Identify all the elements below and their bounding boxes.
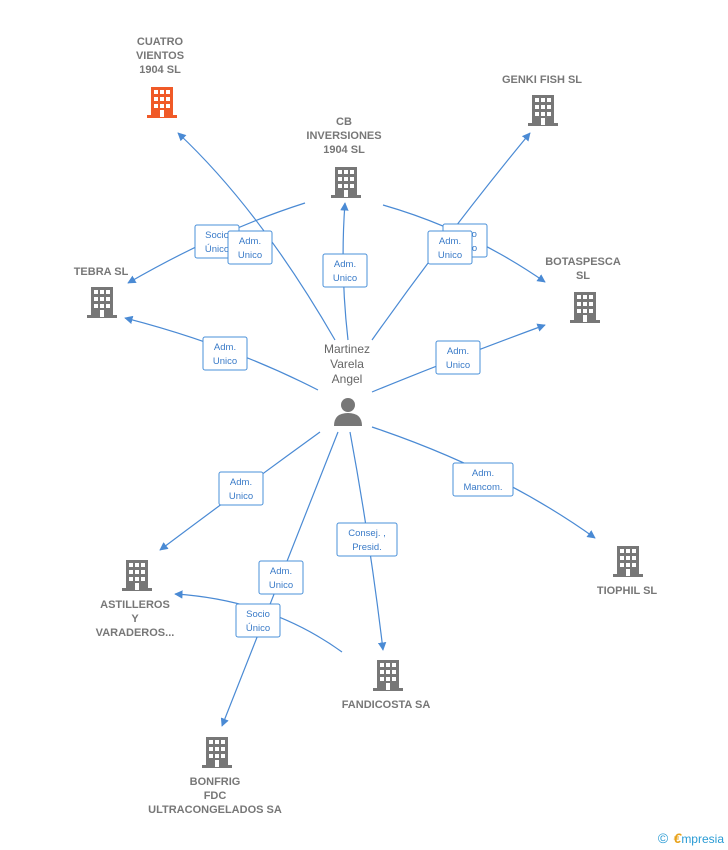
edge-label-text: Unico [229,491,253,502]
company-label-bonfrig-3: ULTRACONGELADOS SA [148,804,282,816]
edge-label-text: Único [205,244,229,255]
edge-label-text: Unico [238,250,262,261]
person-name-line-2: Varela [330,357,364,371]
edge-label-text: Socio [246,609,270,620]
edge-label-text: Presid. [352,542,382,553]
building-icon [87,287,117,318]
company-label-bonfrig-2: FDC [204,790,227,802]
building-icon [202,737,232,768]
company-label-tebra-1: TEBRA SL [74,266,129,278]
company-node-astilleros[interactable]: ASTILLEROS Y VARADEROS... [96,560,175,639]
edge-label-adm-cuatro[interactable]: Adm. Unico [227,230,273,265]
person-name-line-3: Angel [332,372,363,386]
edge-label-text: Unico [213,356,237,367]
edge-label-text: Adm. [439,236,461,247]
nodes: CUATRO VIENTOS 1904 SL CB INVERSIONES 1904 SL… [74,36,658,816]
company-label-fandicosta-1: FANDICOSTA SA [342,699,431,711]
building-icon [122,560,152,591]
company-label-cb-1: CB [336,116,352,128]
edge-label-text: Adm. [334,259,356,270]
company-node-genki[interactable]: GENKI FISH SL [502,74,582,126]
edge-label-text: Mancom. [463,482,502,493]
edge-label-adm-botas[interactable]: Adm. Unico [435,340,481,375]
company-label-tiophil-1: TIOPHIL SL [597,585,658,597]
edge-label-text: Adm. [472,468,494,479]
brand-logo-initial: € [673,830,682,846]
edge-label-text: Unico [446,360,470,371]
edge-label-text: Unico [438,250,462,261]
edge-label-text: Consej. , [348,528,386,539]
edge-label-box [235,603,281,638]
company-label-bonfrig-1: BONFRIG [190,776,241,788]
edge-label-text: Socio [205,230,229,241]
edge-label-adm-astil[interactable]: Adm. Unico [218,471,264,506]
copyright-symbol: © [657,830,669,846]
edge-label-box [258,560,304,595]
company-label-cuatro-3: 1904 SL [139,64,181,76]
edge-label-text: Único [246,623,270,634]
edge-label-adm-genki[interactable]: Adm. Unico [427,230,473,265]
company-label-cb-3: 1904 SL [323,144,365,156]
company-label-botaspesca-2: SL [576,270,590,282]
edge-label-adm-mancom[interactable]: Adm. Mancom. [452,462,514,497]
company-node-bonfrig[interactable]: BONFRIG FDC ULTRACONGELADOS SA [148,737,282,816]
company-label-astilleros-3: VARADEROS... [96,627,175,639]
company-label-cb-2: INVERSIONES [306,130,381,142]
building-icon [570,292,600,323]
building-icon [331,167,361,198]
edge-labels: SocioÚnicoAdm.UnicoAdm.UnicoSocioÚnicoAd… [194,223,514,638]
edge-label-text: Unico [269,580,293,591]
building-icon [147,87,177,118]
edge-label-text: Unico [333,273,357,284]
company-node-cuatro[interactable]: CUATRO VIENTOS 1904 SL [136,36,184,118]
company-node-tebra[interactable]: TEBRA SL [74,266,129,318]
building-icon [613,546,643,577]
edge-label-box [427,230,473,265]
edge-label-adm-tebra[interactable]: Adm. Unico [202,336,248,371]
company-node-fandicosta[interactable]: FANDICOSTA SA [342,660,431,711]
company-label-cuatro-2: VIENTOS [136,50,184,62]
edge-label-box [336,522,398,557]
company-node-tiophil[interactable]: TIOPHIL SL [597,546,658,597]
company-label-astilleros-1: ASTILLEROS [100,599,170,611]
edge-label-box [322,253,368,288]
brand-footer: © €mpresia [658,830,724,846]
edge-label-box [452,462,514,497]
edge-label-box [435,340,481,375]
company-label-astilleros-2: Y [131,613,139,625]
edge-label-adm-cb[interactable]: Adm. Unico [322,253,368,288]
edge-label-box [202,336,248,371]
edge-person-cuatro [177,132,336,341]
person-node[interactable]: Martinez Varela Angel [324,342,370,426]
edge-label-box [218,471,264,506]
company-node-botaspesca[interactable]: BOTASPESCA SL [545,256,621,323]
company-label-cuatro-1: CUATRO [137,36,184,48]
company-label-botaspesca-1: BOTASPESCA [545,256,621,268]
company-label-genki-1: GENKI FISH SL [502,74,582,86]
edge-label-text: Adm. [270,566,292,577]
edge-label-text: Adm. [239,236,261,247]
edge-label-text: Adm. [230,477,252,488]
building-icon [373,660,403,691]
building-icon [528,95,558,126]
company-node-cb[interactable]: CB INVERSIONES 1904 SL [306,116,382,198]
person-name-line-1: Martinez [324,342,370,356]
edge-label-text: Adm. [214,342,236,353]
edges [124,132,596,727]
brand-name: mpresia [681,832,724,846]
edge-label-text: Adm. [447,346,469,357]
edge-label-box [227,230,273,265]
edge-label-adm-bonfrig[interactable]: Adm. Unico [258,560,304,595]
edge-label-consej[interactable]: Consej. , Presid. [336,522,398,557]
person-icon [334,398,362,426]
